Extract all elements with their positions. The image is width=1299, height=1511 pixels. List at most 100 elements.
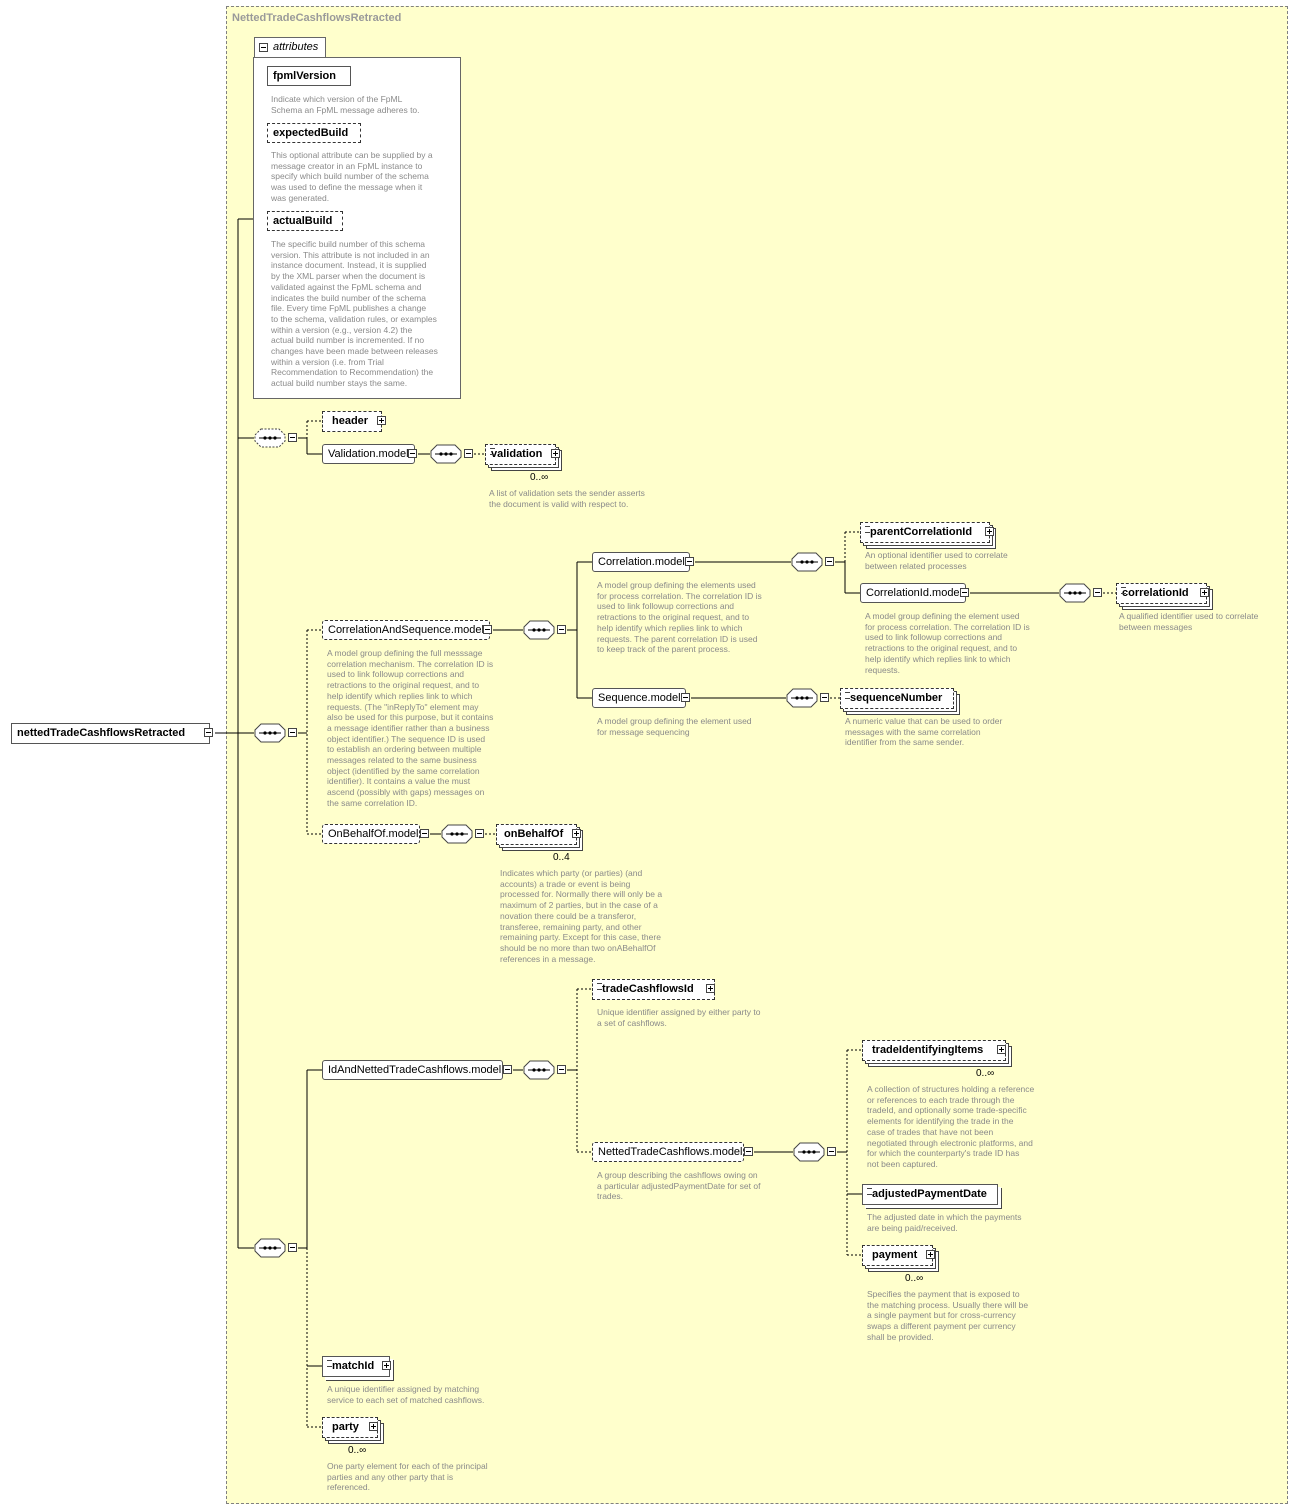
expand-toggle[interactable] [926,1250,935,1259]
element-description: A collection of structures holding a ref… [867,1084,1035,1169]
element-label: parentCorrelationId [870,526,973,538]
group-label: Sequence.model [598,692,681,704]
sequence-compositor [1059,583,1091,603]
element-correlation-id[interactable]: correlationId [1116,583,1207,604]
sequence-compositor [254,428,286,448]
expand-toggle[interactable] [377,416,386,425]
element-description: A unique identifier assigned by matching… [327,1384,485,1405]
element-label: party [332,1421,359,1433]
group-label: NettedTradeCashflows.model [598,1146,743,1158]
group-correlation-model[interactable]: Correlation.model [592,552,690,572]
expand-toggle[interactable] [706,984,715,993]
attribute-actualbuild[interactable]: actualBuild [267,211,343,231]
collapse-toggle[interactable] [503,1065,512,1074]
collapse-toggle[interactable] [288,433,297,442]
expand-toggle[interactable] [985,527,994,536]
element-payment[interactable]: payment [862,1245,933,1266]
collapse-toggle[interactable] [420,829,429,838]
group-label: Correlation.model [598,556,685,568]
element-label: header [332,415,369,427]
collapse-toggle[interactable] [288,1243,297,1252]
collapse-toggle[interactable] [464,449,473,458]
attribute-description: Indicate which version of the FpML Schem… [271,94,420,115]
sequence-compositor [523,1060,555,1080]
element-description: The adjusted date in which the payments … [867,1212,1022,1233]
group-description: A model group defining the element used … [597,716,752,737]
group-description: A group describing the cashflows owing o… [597,1170,761,1202]
collapse-toggle[interactable] [685,557,694,566]
element-label: validation [491,448,543,460]
collapse-toggle[interactable] [204,728,213,737]
sequence-compositor [786,688,818,708]
attribute-description: This optional attribute can be supplied … [271,150,433,203]
collapse-toggle[interactable] [960,588,969,597]
occurrence-label: 0..4 [553,852,570,863]
expand-toggle[interactable] [997,1045,1006,1054]
collapse-toggle[interactable] [1093,588,1102,597]
group-id-and-netted-trade-cashflows-model[interactable]: IdAndNettedTradeCashflows.model [322,1060,503,1080]
element-description: An optional identifier used to correlate… [865,550,1008,571]
attribute-name: fpmlVersion [273,70,336,82]
element-on-behalf-of[interactable]: onBehalfOf [496,824,577,845]
group-label: CorrelationId.model [866,587,962,599]
collapse-toggle[interactable] [483,625,492,634]
occurrence-label: 0..∞ [530,472,549,483]
collapse-toggle[interactable] [557,1065,566,1074]
sequence-compositor [793,1142,825,1162]
attribute-fpmlversion[interactable]: fpmlVersion [267,66,351,86]
attribute-name: expectedBuild [273,127,349,139]
collapse-toggle[interactable] [681,693,690,702]
root-element-label: nettedTradeCashflowsRetracted [17,727,186,739]
collapse-toggle[interactable] [820,693,829,702]
element-label: matchId [332,1360,375,1372]
element-trade-identifying-items[interactable]: tradeIdentifyingItems [862,1040,1006,1061]
element-label: onBehalfOf [504,828,564,840]
sequence-compositor [441,824,473,844]
attribute-expectedbuild[interactable]: expectedBuild [267,123,361,143]
collapse-toggle[interactable] [744,1147,753,1156]
group-description: A model group defining the full messsage… [327,648,494,808]
sequence-compositor [791,552,823,572]
element-label: correlationId [1122,587,1189,599]
element-match-id[interactable]: matchId [322,1356,390,1377]
expand-toggle[interactable] [572,829,581,838]
element-label: payment [872,1249,918,1261]
element-description: A qualified identifier used to correlate… [1119,611,1259,632]
complex-type-title: NettedTradeCashflowsRetracted [232,12,402,24]
collapse-toggle[interactable] [827,1147,836,1156]
group-correlation-and-sequence-model[interactable]: CorrelationAndSequence.model [322,620,490,640]
collapse-toggle[interactable] [408,449,417,458]
expand-toggle[interactable] [1200,588,1209,597]
expand-toggle[interactable] [369,1422,378,1431]
element-label: adjustedPaymentDate [872,1188,987,1200]
element-description: Specifies the payment that is exposed to… [867,1289,1029,1342]
group-netted-trade-cashflows-model[interactable]: NettedTradeCashflows.model [592,1142,744,1162]
collapse-toggle[interactable] [825,557,834,566]
group-sequence-model[interactable]: Sequence.model [592,688,686,708]
group-label: CorrelationAndSequence.model [328,624,484,636]
group-validation-model[interactable]: Validation.model [322,444,415,464]
element-validation[interactable]: validation [485,444,556,465]
collapse-toggle[interactable] [557,625,566,634]
expand-toggle[interactable] [382,1361,391,1370]
collapse-toggle[interactable] [259,43,268,52]
group-on-behalf-of-model[interactable]: OnBehalfOf.model [322,824,420,844]
element-adjusted-payment-date[interactable]: adjustedPaymentDate [862,1184,998,1205]
root-element[interactable]: nettedTradeCashflowsRetracted [11,723,210,744]
element-trade-cashflows-id[interactable]: tradeCashflowsId [592,979,715,1000]
element-parent-correlation-id[interactable]: parentCorrelationId [860,522,990,543]
group-description: A model group defining the elements used… [597,580,762,655]
collapse-toggle[interactable] [475,829,484,838]
group-label: Validation.model [328,448,409,460]
expand-toggle[interactable] [551,449,560,458]
element-sequence-number[interactable]: sequenceNumber [840,688,954,709]
sequence-compositor [523,620,555,640]
element-label: tradeCashflowsId [602,983,694,995]
group-correlation-id-model[interactable]: CorrelationId.model [860,583,966,603]
element-label: sequenceNumber [850,692,943,704]
element-description: Unique identifier assigned by either par… [597,1007,761,1028]
element-header[interactable]: header [322,411,382,432]
collapse-toggle[interactable] [288,728,297,737]
